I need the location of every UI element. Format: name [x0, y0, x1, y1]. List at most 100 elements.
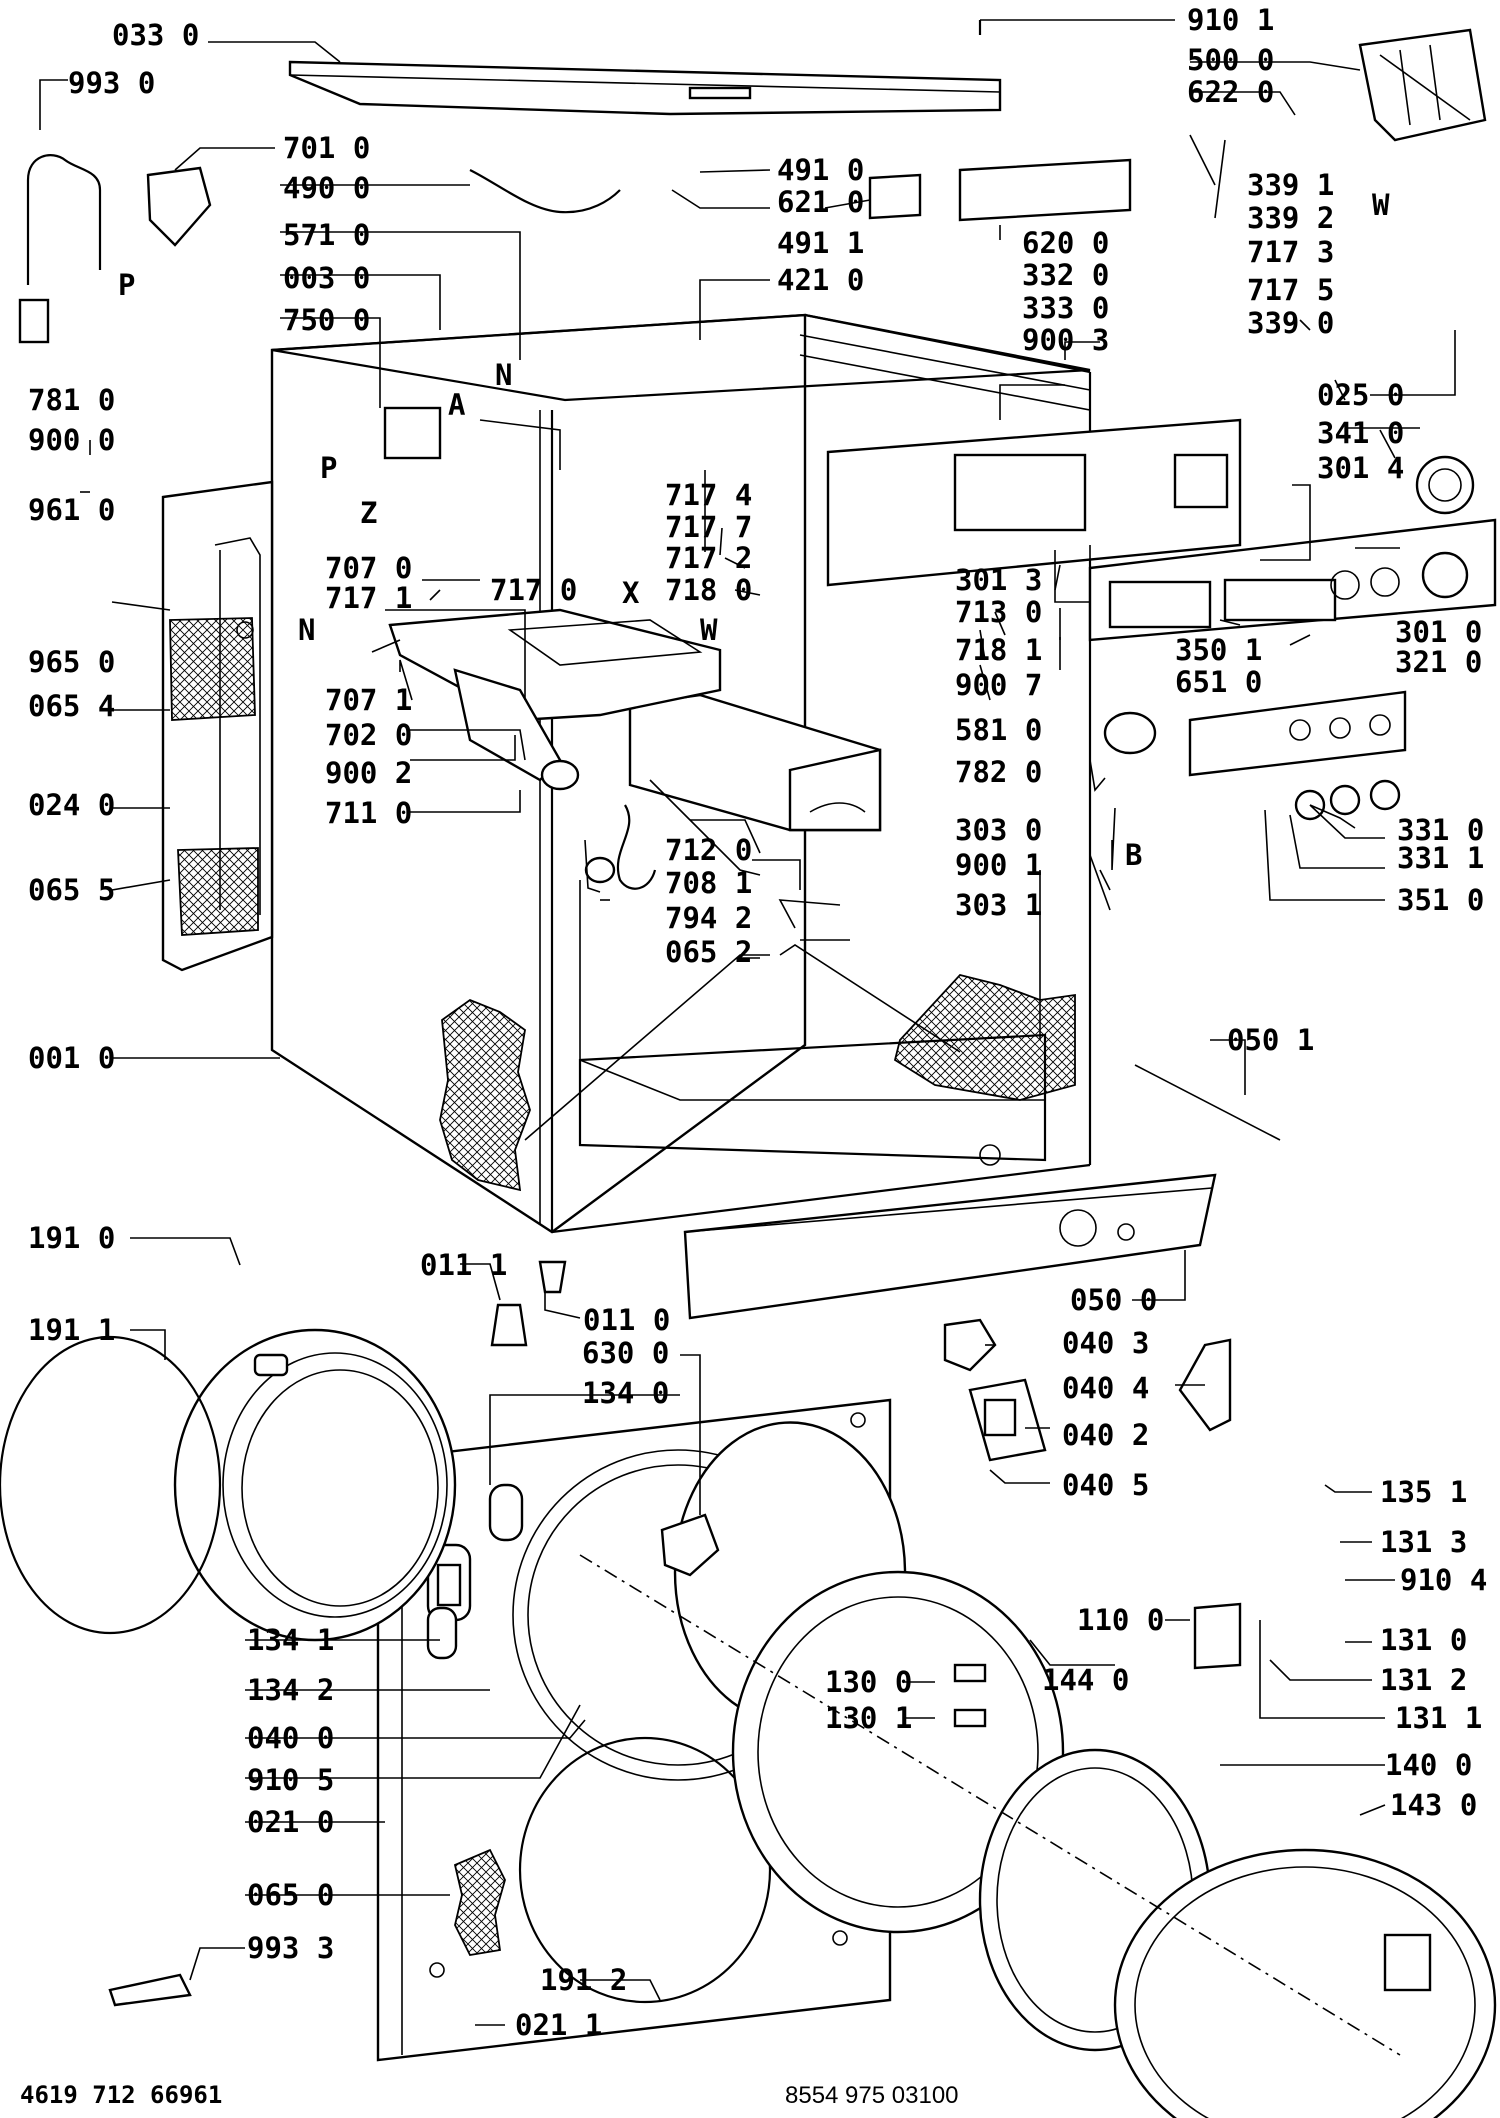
part-label-717-0: 717 0 [490, 573, 577, 607]
part-label-001-0: 001 0 [28, 1041, 115, 1075]
pcb-module-part [1358, 28, 1487, 142]
part-label-900-3: 900 3 [1022, 323, 1109, 357]
marker-p-1: P [118, 268, 135, 302]
part-label-065-4: 065 4 [28, 689, 115, 723]
part-label-331-1: 331 1 [1397, 841, 1484, 875]
part-label-341-0: 341 0 [1317, 416, 1404, 450]
marker-b: B [1125, 838, 1142, 872]
part-label-332-0: 332 0 [1022, 258, 1109, 292]
part-label-303-0: 303 0 [955, 813, 1042, 847]
part-label-065-2: 065 2 [665, 935, 752, 969]
part-label-910-1: 910 1 [1187, 3, 1274, 37]
fascia-insert-part [1188, 690, 1407, 777]
knob-331-b [1329, 784, 1361, 816]
part-label-040-3: 040 3 [1062, 1326, 1149, 1360]
marker-a: A [448, 388, 465, 422]
door-lock-part [968, 1378, 1047, 1462]
part-label-339-2: 339 2 [1247, 201, 1334, 235]
part-label-701-0: 701 0 [283, 131, 370, 165]
part-label-717-1: 717 1 [325, 581, 412, 615]
part-label-718-0: 718 0 [665, 573, 752, 607]
part-label-003-0: 003 0 [283, 261, 370, 295]
part-label-191-0: 191 0 [28, 1221, 115, 1255]
part-label-011-0: 011 0 [583, 1303, 670, 1337]
part-label-065-5: 065 5 [28, 873, 115, 907]
marker-n-2: N [298, 613, 315, 647]
dispenser-housing-part [388, 608, 722, 884]
marker-p-2: P [320, 451, 337, 485]
part-label-131-0: 131 0 [1380, 1623, 1467, 1657]
part-label-050-0: 050 0 [1070, 1283, 1157, 1317]
part-label-011-1: 011 1 [420, 1248, 507, 1282]
part-label-993-3: 993 3 [247, 1931, 334, 1965]
part-label-581-0: 581 0 [955, 713, 1042, 747]
insulation-mat-065-2b [893, 973, 1076, 1101]
hose-end-781-part [18, 298, 50, 344]
switch-block-part [958, 158, 1132, 222]
seal-clamp-ring [0, 1335, 222, 1635]
part-label-782-0: 782 0 [955, 755, 1042, 789]
part-label-131-1: 131 1 [1395, 1701, 1482, 1735]
part-label-900-1: 900 1 [955, 848, 1042, 882]
part-label-331-0: 331 0 [1397, 813, 1484, 847]
part-label-910-4: 910 4 [1400, 1563, 1487, 1597]
inner-clamp-ring [518, 1736, 772, 2004]
part-label-794-2: 794 2 [665, 901, 752, 935]
part-label-033-0: 033 0 [112, 18, 199, 52]
part-label-900-0: 900 0 [28, 423, 115, 457]
part-label-351-0: 351 0 [1397, 883, 1484, 917]
part-label-339-0: 339 0 [1247, 306, 1334, 340]
part-label-130-0: 130 0 [825, 1665, 912, 1699]
marker-x: X [622, 576, 640, 610]
part-label-717-7: 717 7 [665, 510, 752, 544]
side-panel-part [161, 480, 274, 972]
footer-right-code: 8554 975 03100 [785, 2082, 959, 2109]
part-label-717-4: 717 4 [665, 478, 752, 512]
kick-plate-part [683, 1173, 1217, 1320]
door-handle-part [1193, 1602, 1242, 1670]
part-label-717-2: 717 2 [665, 541, 752, 575]
part-label-339-1: 339 1 [1247, 168, 1334, 202]
part-label-065-0: 065 0 [247, 1878, 334, 1912]
part-label-718-1: 718 1 [955, 633, 1042, 667]
part-label-490-0: 490 0 [283, 171, 370, 205]
part-label-301-4: 301 4 [1317, 451, 1404, 485]
control-chassis-part [826, 418, 1242, 587]
dispenser-hose-part [617, 804, 657, 890]
part-label-130-1: 130 1 [825, 1701, 912, 1735]
knob-331-a [1369, 779, 1401, 811]
part-label-707-1: 707 1 [325, 683, 412, 717]
part-label-717-5: 717 5 [1247, 273, 1334, 307]
footer-left-code: 4619 712 66961 [20, 2081, 222, 2109]
marker-w-1: W [1372, 188, 1390, 222]
control-fascia-part [1088, 518, 1497, 642]
part-label-110-0: 110 0 [1077, 1603, 1164, 1637]
part-label-134-1: 134 1 [247, 1623, 334, 1657]
part-label-717-3: 717 3 [1247, 235, 1334, 269]
marker-w-2: W [700, 613, 718, 647]
part-label-651-0: 651 0 [1175, 665, 1262, 699]
timer-knob-part [1415, 455, 1475, 515]
part-label-143-0: 143 0 [1390, 1788, 1477, 1822]
part-label-135-1: 135 1 [1380, 1475, 1467, 1509]
part-label-140-0: 140 0 [1385, 1748, 1472, 1782]
part-label-134-0: 134 0 [582, 1376, 669, 1410]
relay-621-part [868, 173, 922, 220]
part-label-900-7: 900 7 [955, 668, 1042, 702]
part-label-191-1: 191 1 [28, 1313, 115, 1347]
reference-markers: P N A P Z X W N W B [118, 188, 1390, 872]
part-label-321-0: 321 0 [1395, 645, 1482, 679]
part-label-021-0: 021 0 [247, 1805, 334, 1839]
part-label-144-0: 144 0 [1042, 1663, 1129, 1697]
part-label-630-0: 630 0 [582, 1336, 669, 1370]
part-label-350-1: 350 1 [1175, 633, 1262, 667]
tool-993-3-part [108, 1973, 192, 2007]
part-label-707-0: 707 0 [325, 551, 412, 585]
part-label-421-0: 421 0 [777, 263, 864, 297]
parts-drawing [0, 20, 1497, 2118]
part-label-965-0: 965 0 [28, 645, 115, 679]
foot-011-0 [538, 1260, 567, 1294]
insulation-mat-065-2a [439, 998, 531, 1192]
